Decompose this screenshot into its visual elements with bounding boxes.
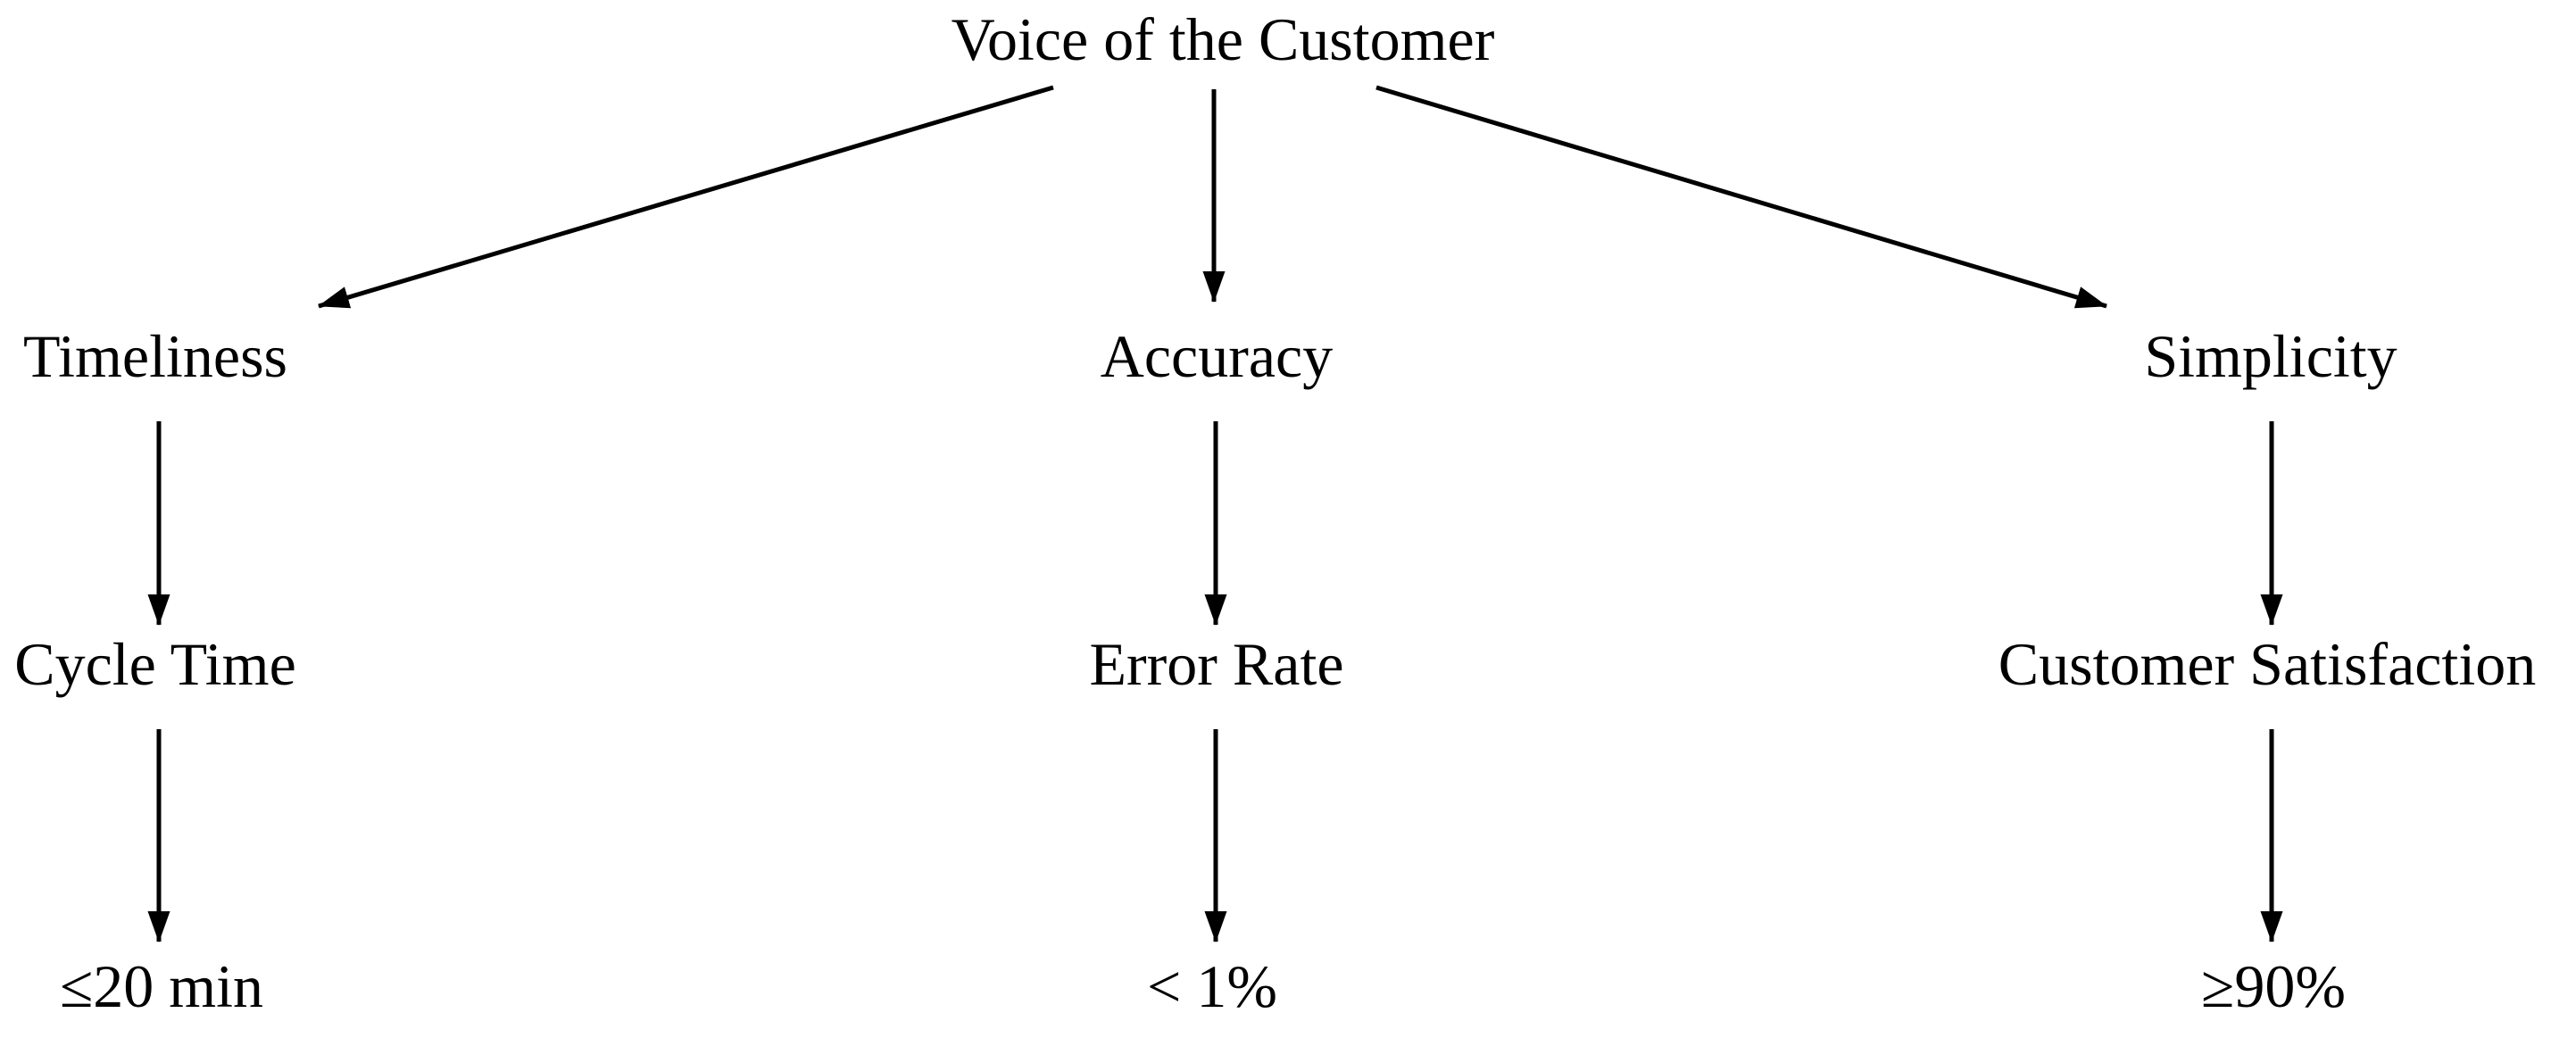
metric-label-customer-satisfaction: Customer Satisfaction [1998, 630, 2536, 698]
target-label-customer-satisfaction: ≥90% [2201, 952, 2346, 1020]
category-label-simplicity: Simplicity [2144, 322, 2397, 390]
branch-timeliness: Timeliness Cycle Time ≤20 min [14, 322, 296, 1020]
category-label-timeliness: Timeliness [23, 322, 287, 390]
metric-label-error-rate: Error Rate [1089, 630, 1343, 698]
root-node-label: Voice of the Customer [951, 5, 1495, 73]
arrow-root-to-simplicity [1375, 85, 2107, 309]
branch-simplicity: Simplicity Customer Satisfaction ≥90% [1998, 322, 2536, 1020]
arrow-root-to-timeliness [318, 85, 1054, 309]
target-label-error-rate: < 1% [1147, 952, 1277, 1020]
category-label-accuracy: Accuracy [1101, 322, 1333, 390]
target-label-cycle-time: ≤20 min [60, 952, 263, 1020]
branch-accuracy: Accuracy Error Rate < 1% [1089, 322, 1343, 1020]
metric-label-cycle-time: Cycle Time [14, 630, 296, 698]
